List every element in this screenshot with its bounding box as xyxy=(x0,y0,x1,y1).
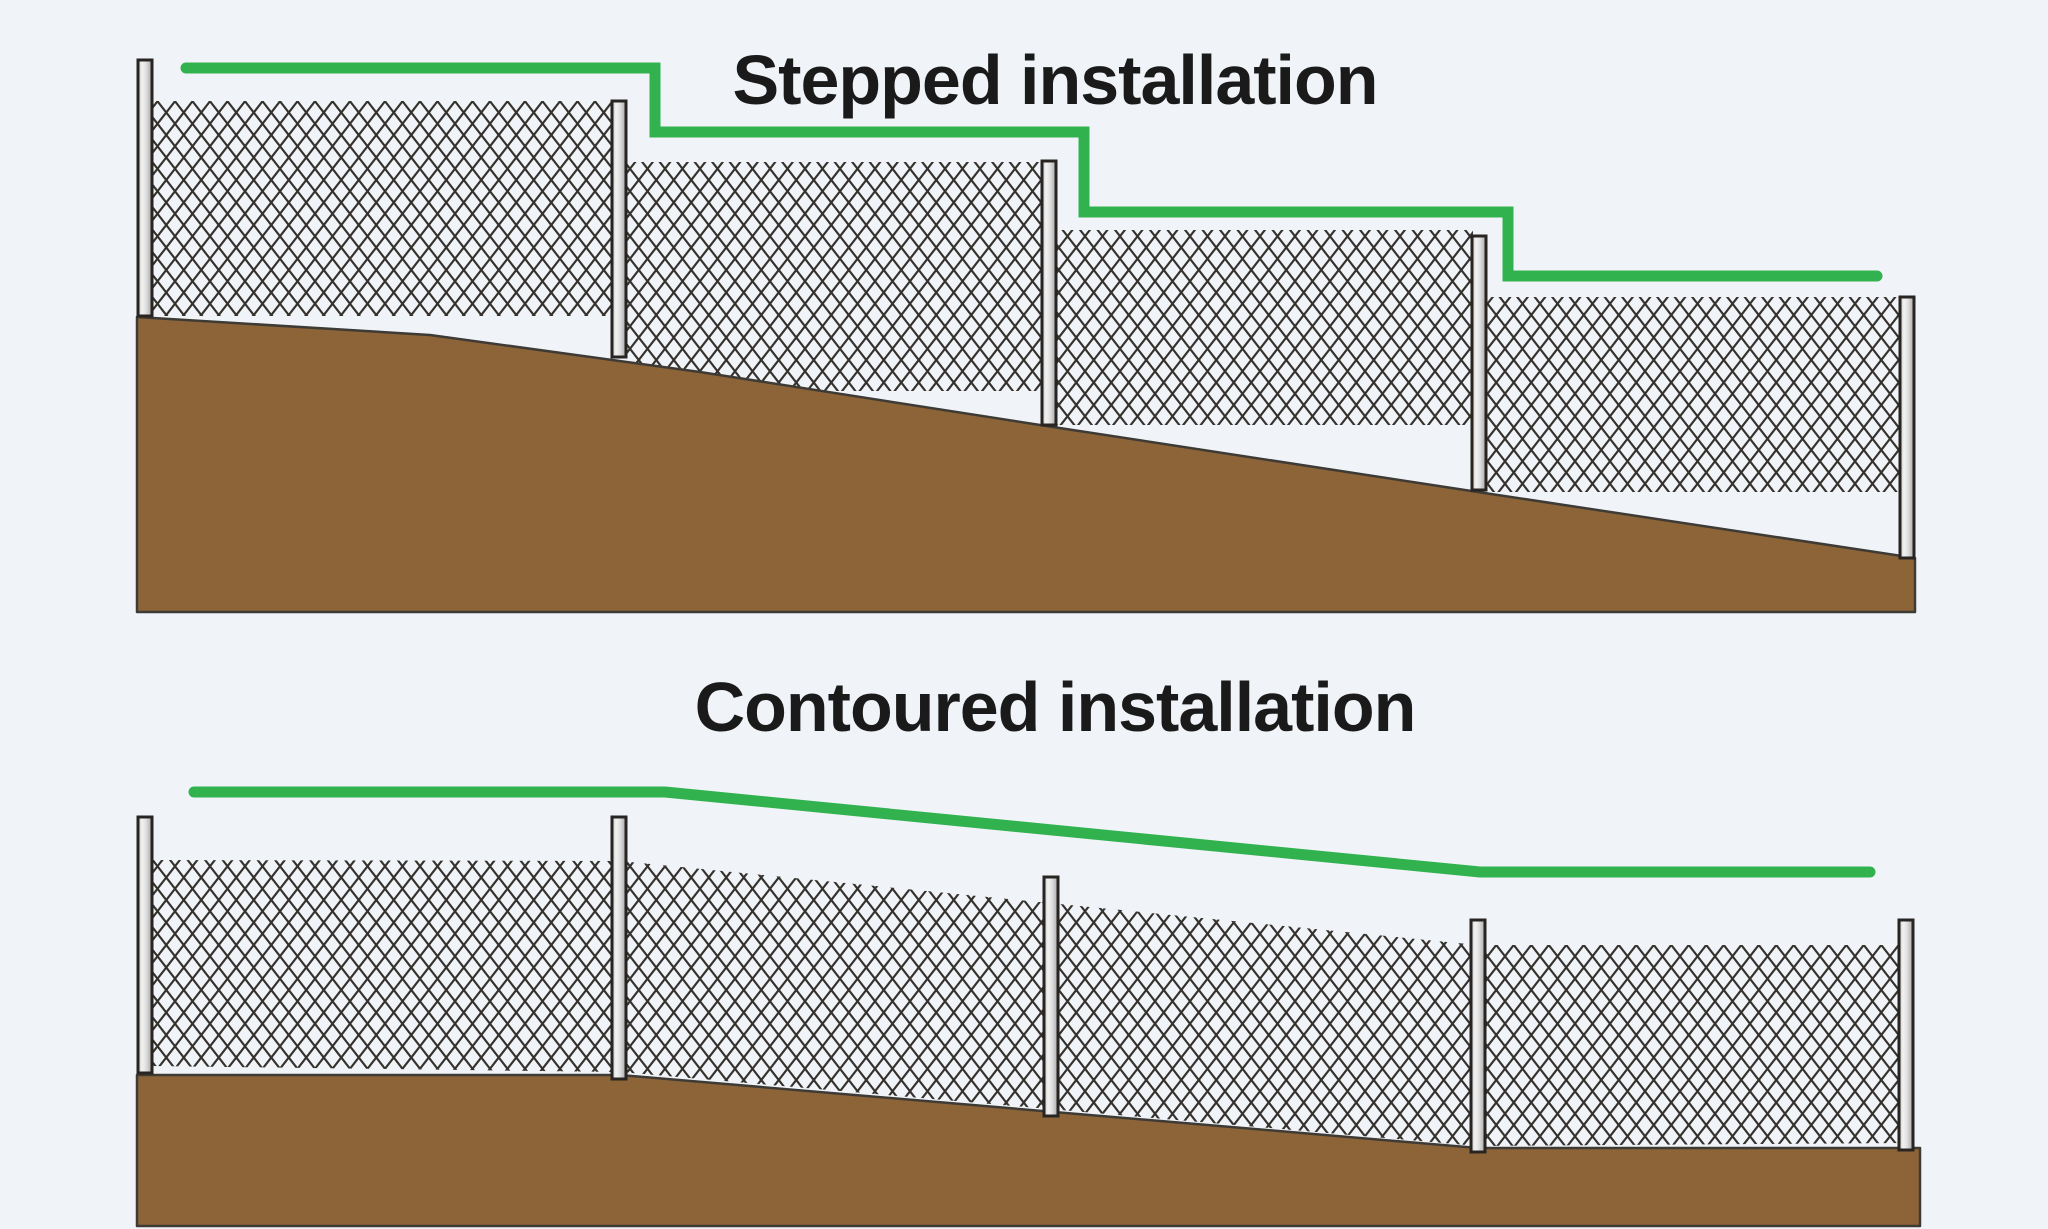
stepped-fence-post-3 xyxy=(1040,159,1058,427)
stepped-fence-post-4 xyxy=(1470,234,1488,492)
stepped-mesh-panel-3 xyxy=(1056,230,1473,425)
contoured-mesh xyxy=(152,860,1908,1146)
stepped-mesh-panel-2 xyxy=(626,162,1042,391)
stepped-guide-line xyxy=(180,62,1883,282)
contoured-fence-post-2 xyxy=(610,815,628,1081)
contoured-fence-post-4 xyxy=(1469,918,1487,1154)
stepped-fence-post-1 xyxy=(136,58,154,318)
contoured-diagram: Contoured installation xyxy=(135,668,1922,1228)
contoured-fence-posts xyxy=(136,815,1915,1154)
stepped-title: Stepped installation xyxy=(732,41,1377,119)
contoured-title: Contoured installation xyxy=(695,668,1416,746)
stepped-fence-post-2 xyxy=(610,99,628,359)
stepped-fence-post-5 xyxy=(1898,295,1916,560)
stepped-mesh-panel-4 xyxy=(1486,297,1899,492)
stepped-diagram: Stepped installation xyxy=(135,41,1917,614)
stepped-fence-posts xyxy=(136,58,1916,560)
contoured-fence-post-5 xyxy=(1897,918,1915,1152)
contoured-guide-line xyxy=(188,786,1876,878)
contoured-fence-post-3 xyxy=(1042,875,1060,1118)
stepped-ground-slope xyxy=(135,315,1917,614)
contoured-fence-post-1 xyxy=(136,815,154,1075)
stepped-mesh-panels xyxy=(152,101,1899,492)
stepped-mesh-panel-1 xyxy=(152,101,612,316)
